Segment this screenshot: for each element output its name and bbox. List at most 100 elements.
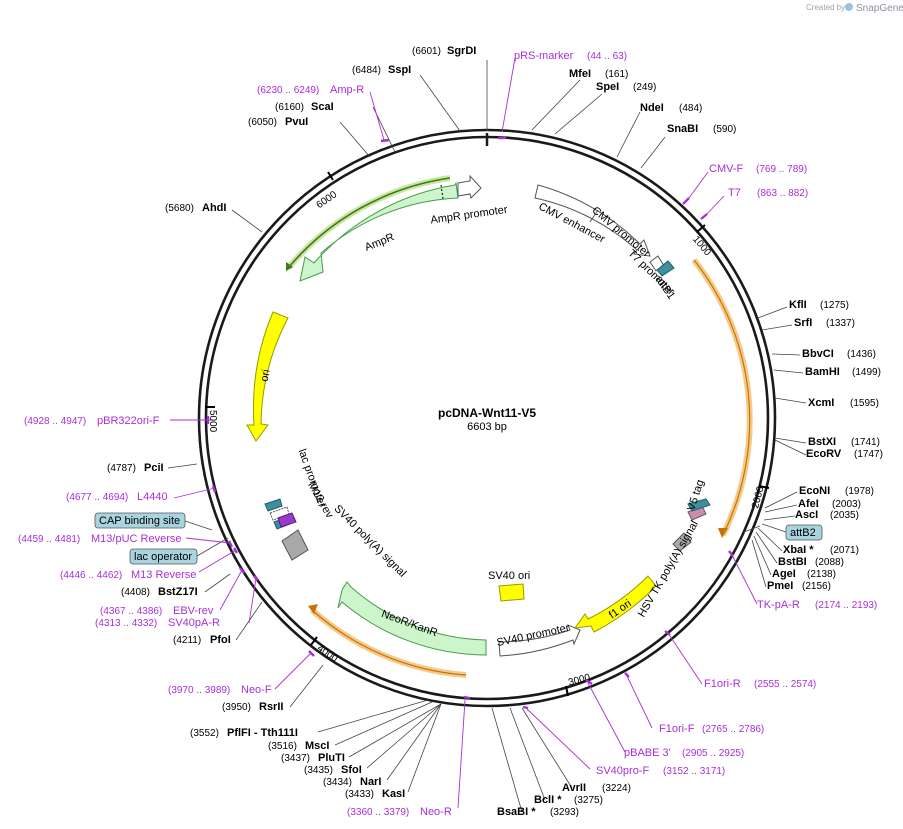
enzyme-pos: (2138)	[807, 569, 836, 580]
enzyme-pos: (2003)	[832, 499, 861, 510]
primer-name: L4440	[137, 491, 168, 503]
attb1-feature	[656, 260, 675, 277]
enzyme-name: PvuI	[285, 116, 308, 128]
primer-name: Neo-F	[241, 684, 272, 696]
enzyme-name: SspI	[388, 64, 411, 76]
enzyme-name: PfoI	[210, 634, 231, 646]
primer-pos: (4677 .. 4694)	[66, 492, 128, 503]
enzyme-pos: (6601)	[412, 46, 441, 57]
primer-pos: (2765 .. 2786)	[702, 724, 764, 735]
enzyme-name: EcoRV	[806, 448, 842, 460]
attb2-box-label: attB2	[790, 527, 816, 539]
primer-name: SV40pro-F	[596, 765, 649, 777]
enzyme-pos: (1978)	[845, 486, 874, 497]
primer-pos: (3970 .. 3989)	[168, 685, 230, 696]
ori-arrow	[246, 311, 289, 442]
tick-6000	[327, 171, 334, 181]
primer-pos: (44 .. 63)	[587, 51, 627, 62]
enzyme-pos: (6484)	[352, 65, 381, 76]
enzyme-pos: (1436)	[847, 349, 876, 360]
enzyme-name: SpeI	[596, 81, 619, 93]
highlight-arc-right-head	[718, 528, 728, 538]
enzyme-name: BstZ17I	[158, 586, 198, 598]
enzyme-name: KflI	[789, 299, 807, 311]
enzyme-pos: (3224)	[602, 783, 631, 794]
enzyme-name: BstBI	[778, 556, 807, 568]
primer-name: pBR322ori-F	[97, 415, 160, 427]
enzyme-pos: (249)	[633, 82, 656, 93]
plasmid-length: 6603 bp	[467, 421, 507, 433]
enzyme-pos: (1747)	[854, 449, 883, 460]
enzyme-name: AscI	[795, 509, 818, 521]
green-arc-left-head	[286, 262, 293, 271]
label-hsv-tk: HSV TK poly(A) signal	[636, 519, 701, 620]
tick-2000	[758, 485, 770, 489]
enzyme-name: BbvCI	[802, 348, 834, 360]
snapgene-credit: Created by SnapGene	[806, 3, 903, 14]
enzyme-pos: (3293)	[550, 807, 579, 818]
tick-1000	[696, 224, 706, 233]
enzyme-pos: (3433)	[345, 789, 374, 800]
enzyme-pos: (1275)	[820, 300, 849, 311]
enzyme-name: SnaBI	[667, 123, 698, 135]
enzyme-pos: (3275)	[574, 795, 603, 806]
enzyme-pos: (590)	[713, 124, 736, 135]
primer-pos: (4367 .. 4386)	[100, 606, 162, 617]
highlight-arc-bottom-head	[308, 604, 318, 614]
primer-name: CMV-F	[709, 163, 744, 175]
lac-operator-box-label: lac operator	[134, 551, 192, 563]
enzyme-name: RsrII	[259, 701, 283, 713]
enzyme-pos: (4787)	[107, 463, 136, 474]
primer-name: F1ori-R	[704, 678, 741, 690]
enzyme-name: SrfI	[794, 317, 812, 329]
plasmid-title: pcDNA-Wnt11-V5 6603 bp	[438, 406, 536, 433]
enzyme-name: BsaBI *	[497, 806, 536, 818]
enzyme-name: MscI	[305, 740, 329, 752]
primer-name: F1ori-F	[659, 723, 695, 735]
enzyme-pos: (3950)	[222, 702, 251, 713]
primer-pos: (863 .. 882)	[757, 188, 808, 199]
primer-pos: (4928 .. 4947)	[24, 416, 86, 427]
enzyme-name: ScaI	[311, 101, 334, 113]
enzyme-pos: (6160)	[275, 102, 304, 113]
enzyme-name: BamHI	[805, 366, 840, 378]
enzyme-name: BclI *	[534, 794, 562, 806]
enzyme-pos: (2088)	[815, 557, 844, 568]
enzyme-name: EcoNI	[799, 485, 830, 497]
enzyme-pos: (3552)	[190, 728, 219, 739]
cap-box	[94, 512, 186, 529]
attb-near-v5-feature	[687, 498, 711, 512]
highlight-arc-bottom-core	[311, 609, 467, 676]
m13-rev-feature	[277, 512, 297, 528]
sv40-promoter-arrow	[498, 624, 581, 657]
enzyme-name: PciI	[144, 462, 164, 474]
enzyme-name: MfeI	[569, 68, 591, 80]
enzyme-pos: (5680)	[165, 203, 194, 214]
attb2-box	[785, 524, 823, 541]
enzyme-labels-right: (6601) SgrDI (6484) SspI MfeI (161) SpeI…	[352, 45, 883, 818]
primer-marks	[206, 136, 734, 710]
credit-brand: SnapGene	[856, 3, 903, 14]
enzyme-pos: (3437)	[281, 753, 310, 764]
cmv-arrow	[534, 184, 651, 257]
tick-label-1000: 1000	[690, 234, 713, 258]
enzyme-pos: (1337)	[826, 318, 855, 329]
boxed-labels: CAP binding site lac operator attB2	[94, 512, 823, 565]
primer-name: TK-pA-R	[757, 599, 800, 611]
label-sv40-ori: SV40 ori	[488, 570, 530, 582]
f1-ori-arrow	[573, 575, 657, 633]
enzyme-name: NdeI	[640, 102, 664, 114]
enzyme-name: XbaI *	[783, 544, 814, 556]
enzyme-pos: (4211)	[173, 635, 201, 646]
enzyme-pos: (6050)	[248, 117, 277, 128]
primer-name: Neo-R	[420, 806, 452, 818]
enzyme-name: AgeI	[772, 568, 796, 580]
primer-name: pBABE 3'	[624, 747, 671, 759]
enzyme-pos: (1741)	[851, 437, 880, 448]
enzyme-name: PflFI - Tth111I	[227, 727, 298, 739]
enzyme-name: PluTI	[318, 752, 345, 764]
primer-pos: (6230 .. 6249)	[257, 85, 319, 96]
primer-name: Amp-R	[330, 84, 364, 96]
primer-pos: (3360 .. 3379)	[347, 807, 409, 818]
